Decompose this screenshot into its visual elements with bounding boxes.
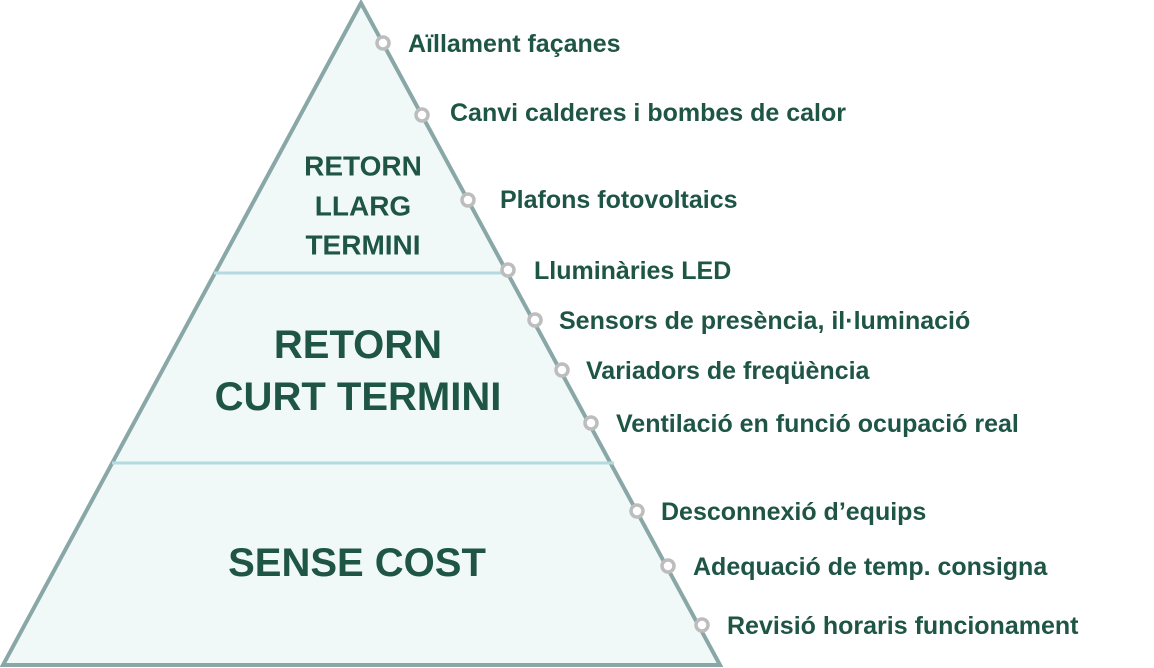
tier-label: RETORN [304, 151, 422, 182]
item-label: Sensors de presència, il·luminació [559, 307, 970, 335]
list-item: Ventilació en funció ocupació real [583, 410, 1019, 438]
marker-icon [460, 192, 476, 208]
marker-icon [629, 503, 645, 519]
tier-label: RETORN [274, 323, 442, 367]
marker-icon [500, 262, 516, 278]
marker-icon [583, 415, 599, 431]
marker-icon [527, 312, 543, 328]
tier-long-term: RETORN LLARG TERMINI [304, 151, 422, 261]
item-label: Canvi calderes i bombes de calor [450, 99, 846, 127]
item-label: Desconnexió d’equips [661, 498, 926, 526]
item-label: Revisió horaris funcionament [727, 612, 1079, 640]
list-item: Adequació de temp. consigna [660, 553, 1048, 581]
marker-icon [414, 107, 430, 123]
pyramid [0, 0, 724, 667]
tier-label: SENSE COST [228, 541, 486, 585]
tier-no-cost: SENSE COST [228, 541, 486, 585]
tier-label: LLARG [315, 191, 411, 222]
item-label: Adequació de temp. consigna [693, 553, 1048, 581]
list-item: Canvi calderes i bombes de calor [414, 99, 846, 127]
item-label: Lluminàries LED [534, 257, 731, 285]
item-label: Aïllament façanes [408, 30, 621, 58]
list-item: Sensors de presència, il·luminació [527, 307, 970, 335]
item-label: Variadors de freqüència [586, 357, 871, 385]
marker-icon [554, 362, 570, 378]
list-item: Plafons fotovoltaics [460, 186, 738, 214]
tier-short-term: RETORN CURT TERMINI [215, 323, 502, 419]
tier-label: CURT TERMINI [215, 375, 502, 419]
list-item: Revisió horaris funcionament [694, 612, 1079, 640]
tier-label: TERMINI [305, 230, 420, 261]
list-item: Aïllament façanes [375, 30, 621, 58]
marker-icon [375, 35, 391, 51]
list-item: Variadors de freqüència [554, 357, 871, 385]
marker-icon [694, 617, 710, 633]
item-label: Plafons fotovoltaics [500, 186, 738, 214]
marker-icon [660, 558, 676, 574]
item-label: Ventilació en funció ocupació real [616, 410, 1019, 438]
list-item: Desconnexió d’equips [629, 498, 926, 526]
list-item: Lluminàries LED [500, 257, 731, 285]
